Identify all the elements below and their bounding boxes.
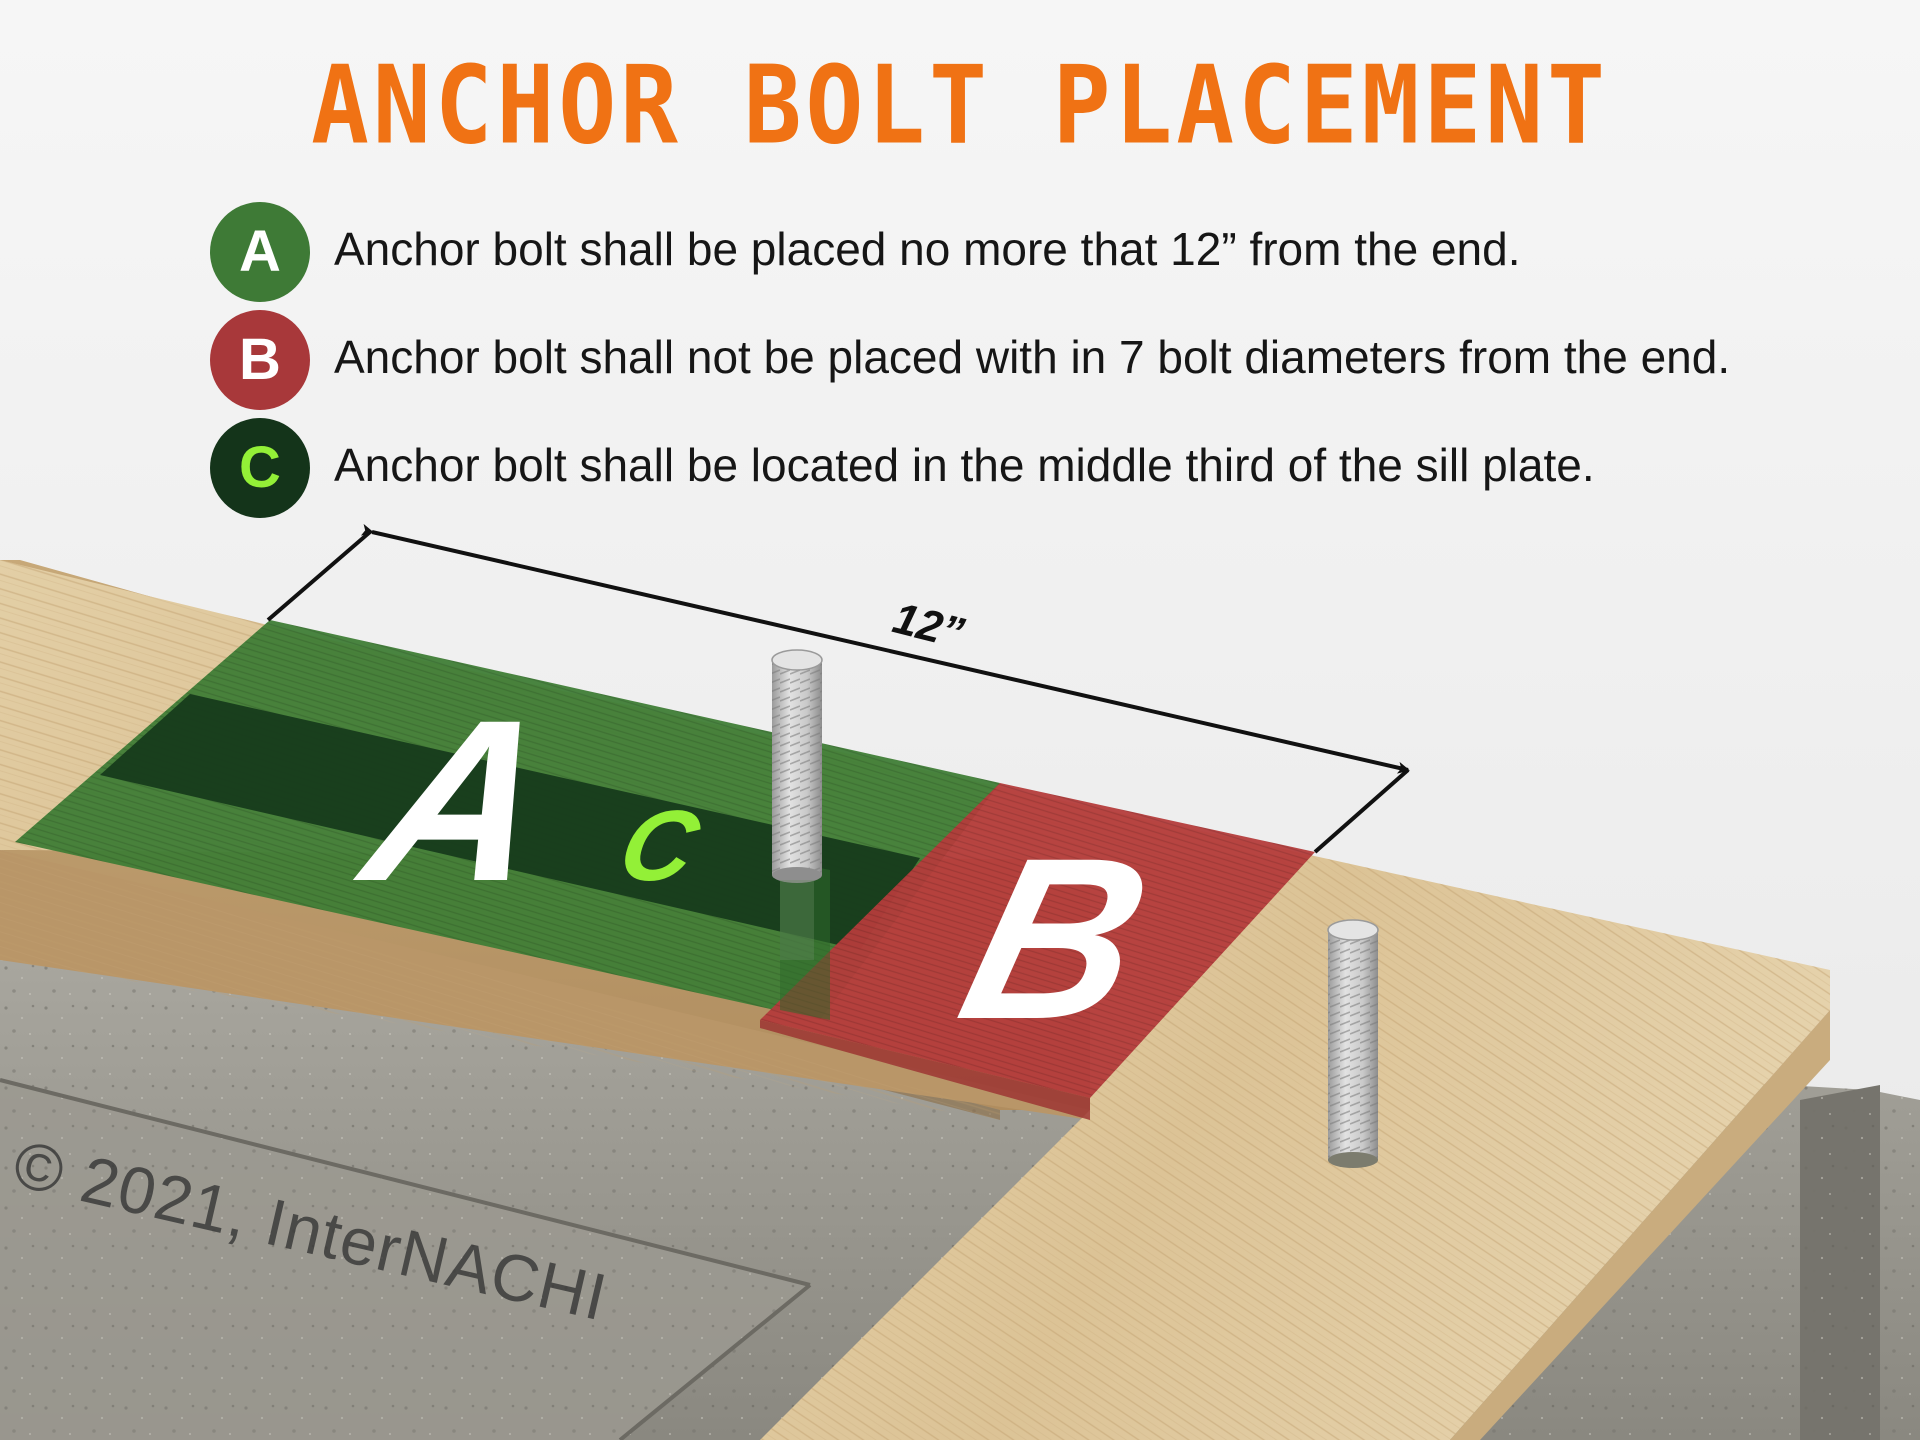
anchor-bolt-right	[1327, 919, 1379, 1168]
badge-a-icon: A	[210, 202, 310, 302]
legend-text-b: Anchor bolt shall not be placed with in …	[334, 331, 1731, 383]
badge-c-icon: C	[210, 418, 310, 518]
legend-item-a: A Anchor bolt shall be placed no more th…	[210, 202, 1890, 302]
zone-c	[100, 694, 920, 950]
placement-zones	[15, 620, 1315, 1120]
page-title: ANCHOR BOLT PLACEMENT	[311, 43, 1609, 169]
legend-item-b: B Anchor bolt shall not be placed with i…	[210, 310, 1890, 410]
double-arrow-icon	[360, 523, 1410, 774]
legend-item-c: C Anchor bolt shall be located in the mi…	[210, 418, 1890, 518]
sill-plate-right	[760, 855, 1830, 1440]
legend-text-a: Anchor bolt shall be placed no more that…	[334, 223, 1521, 275]
badge-b-icon: B	[210, 310, 310, 410]
legend-text-c: Anchor bolt shall be located in the midd…	[334, 439, 1595, 491]
